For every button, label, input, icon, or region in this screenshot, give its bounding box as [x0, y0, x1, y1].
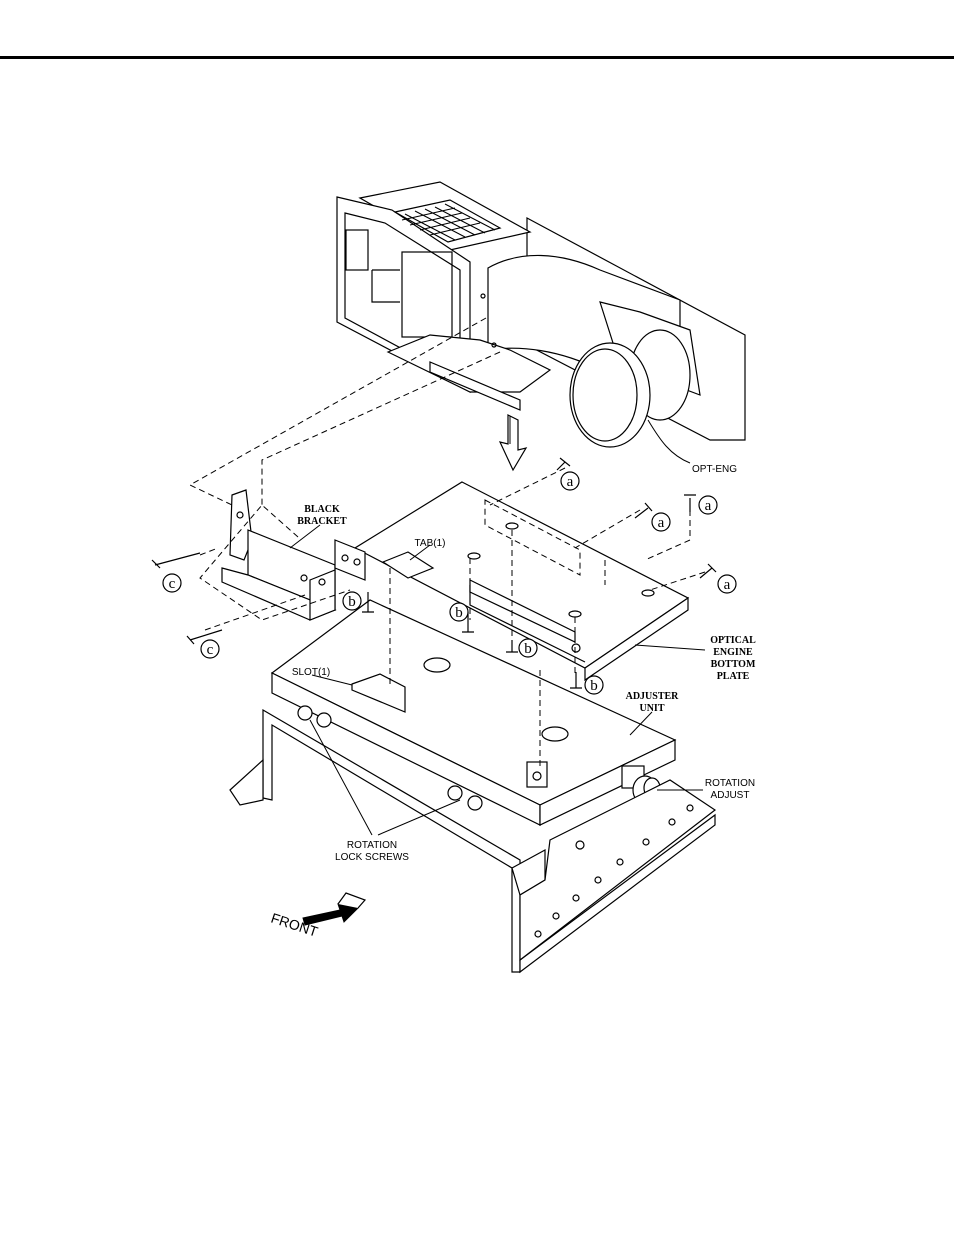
callout-b: b [585, 676, 603, 694]
callout-b: b [343, 592, 361, 610]
label-opt-eng: OPT-ENG [692, 464, 737, 475]
svg-text:c: c [207, 642, 214, 658]
svg-text:c: c [169, 576, 176, 592]
optical-engine [337, 182, 745, 447]
rotation-lock-screw-icon [448, 786, 462, 800]
svg-text:PLATE: PLATE [717, 671, 750, 682]
callout-c: c [163, 574, 181, 592]
svg-text:b: b [524, 641, 532, 657]
svg-text:UNIT: UNIT [639, 703, 664, 714]
label-front: FRONT [269, 910, 320, 940]
front-arrow-icon [303, 893, 365, 925]
label-tab: TAB(1) [415, 538, 446, 549]
callout-a: a [561, 472, 579, 490]
label-rotation-lock-screws: ROTATION [347, 840, 397, 851]
callout-b: b [519, 639, 537, 657]
callout-b: b [450, 603, 468, 621]
down-arrow-icon [500, 415, 526, 470]
label-adjuster-unit: ADJUSTER [626, 691, 680, 702]
label-rotation-adjust: ROTATION [705, 778, 755, 789]
label-black-bracket: BRACKET [297, 516, 347, 527]
label-black-bracket: BLACK [304, 504, 340, 515]
callout-a: a [652, 513, 670, 531]
svg-text:LOCK SCREWS: LOCK SCREWS [335, 852, 409, 863]
svg-text:ENGINE: ENGINE [713, 647, 753, 658]
svg-text:a: a [705, 498, 712, 514]
rotation-lock-screw-icon [298, 706, 312, 720]
callout-a: a [718, 575, 736, 593]
svg-text:b: b [590, 678, 598, 694]
svg-text:b: b [348, 594, 356, 610]
svg-text:a: a [724, 577, 731, 593]
callout-a: a [699, 496, 717, 514]
label-slot: SLOT(1) [292, 667, 330, 678]
callout-c: c [201, 640, 219, 658]
svg-text:ADJUST: ADJUST [711, 790, 750, 801]
svg-text:a: a [567, 474, 574, 490]
label-optical-engine-bottom-plate: OPTICAL [710, 635, 756, 646]
svg-text:BOTTOM: BOTTOM [711, 659, 756, 670]
svg-text:a: a [658, 515, 665, 531]
svg-text:b: b [455, 605, 463, 621]
